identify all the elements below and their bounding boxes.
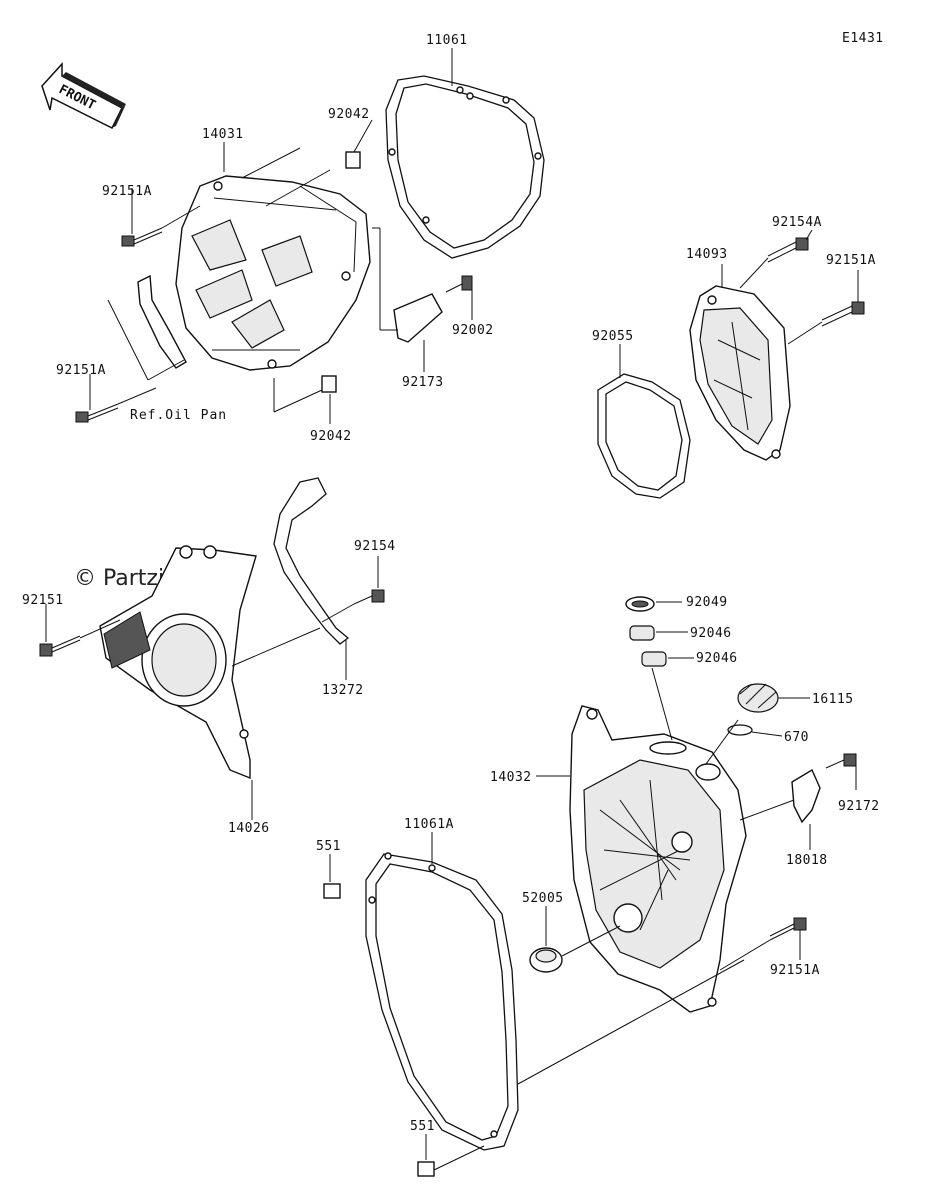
oil-seal-92049 (625, 596, 655, 612)
bolt-92151A-upper (121, 227, 163, 247)
bearing-92046-upper (629, 625, 655, 641)
magneto-cover-14031 (175, 175, 371, 371)
bolt-92151A-right (821, 301, 865, 327)
label-92046-upper: 92046 (690, 626, 732, 641)
bolt-92172 (825, 753, 857, 769)
label-92055: 92055 (592, 329, 634, 344)
label-92151A-right: 92151A (826, 253, 876, 268)
clamp-92173 (393, 293, 443, 343)
label-92002: 92002 (452, 323, 494, 338)
label-92151A-upper: 92151A (102, 184, 152, 199)
label-92154: 92154 (354, 539, 396, 554)
bracket-piece (137, 274, 187, 369)
gasket-92055 (597, 373, 691, 499)
bolt-92151A-lower (75, 403, 119, 423)
bolt-92154A (767, 237, 809, 263)
label-92173: 92173 (402, 375, 444, 390)
leader-lines-middle-left (45, 556, 379, 820)
label-92151: 92151 (22, 593, 64, 608)
label-11061: 11061 (426, 33, 468, 48)
dowel-92042-bottom (321, 375, 337, 393)
cover-14093 (689, 285, 791, 461)
dowel-551-bottom (417, 1161, 435, 1177)
label-14032: 14032 (490, 770, 532, 785)
label-551-top: 551 (316, 839, 341, 854)
cover-18018 (791, 768, 821, 824)
label-52005: 52005 (522, 891, 564, 906)
label-92042-top: 92042 (328, 107, 370, 122)
o-ring-670 (727, 724, 753, 736)
label-92151A-lower: 92151A (56, 363, 106, 378)
label-11061A: 11061A (404, 817, 454, 832)
label-14026: 14026 (228, 821, 270, 836)
plug-52005 (529, 947, 563, 973)
label-92042-bottom: 92042 (310, 429, 352, 444)
gasket-13272 (273, 477, 350, 645)
label-14031: 14031 (202, 127, 244, 142)
gasket-11061A (365, 853, 519, 1151)
bolt-92154 (353, 589, 385, 605)
clutch-cover-14032 (569, 705, 747, 1013)
leader-lines-lower-right (329, 601, 857, 1171)
gasket-11061 (385, 75, 545, 259)
label-13272: 13272 (322, 683, 364, 698)
dowel-551-top (323, 883, 341, 899)
label-18018: 18018 (786, 853, 828, 868)
bolt-92151 (39, 635, 81, 657)
front-arrow-icon: FRONT (41, 62, 126, 130)
filler-plug-16115 (737, 683, 779, 713)
sprocket-cover-14026 (99, 545, 257, 780)
label-92154A: 92154A (772, 215, 822, 230)
label-92049: 92049 (686, 595, 728, 610)
bolt-92151A-bottom-right (769, 917, 807, 941)
label-14093: 14093 (686, 247, 728, 262)
leader-lines-upper-left (89, 48, 473, 424)
label-16115: 16115 (812, 692, 854, 707)
bearing-92046-lower (641, 651, 667, 667)
bolt-92002 (445, 275, 473, 293)
label-92172: 92172 (838, 799, 880, 814)
diagram-code: E1431 (842, 31, 884, 46)
dowel-92042-top (345, 151, 361, 169)
leader-lines-upper-right (619, 229, 859, 378)
label-92046-lower: 92046 (696, 651, 738, 666)
label-92151A-bottom-right: 92151A (770, 963, 820, 978)
part-labels: 11061 92042 14031 92151A 92151A 92002 92… (22, 33, 880, 1134)
label-551-bottom: 551 (410, 1119, 435, 1134)
reference-note: Ref.Oil Pan (130, 408, 227, 423)
label-670: 670 (784, 730, 809, 745)
